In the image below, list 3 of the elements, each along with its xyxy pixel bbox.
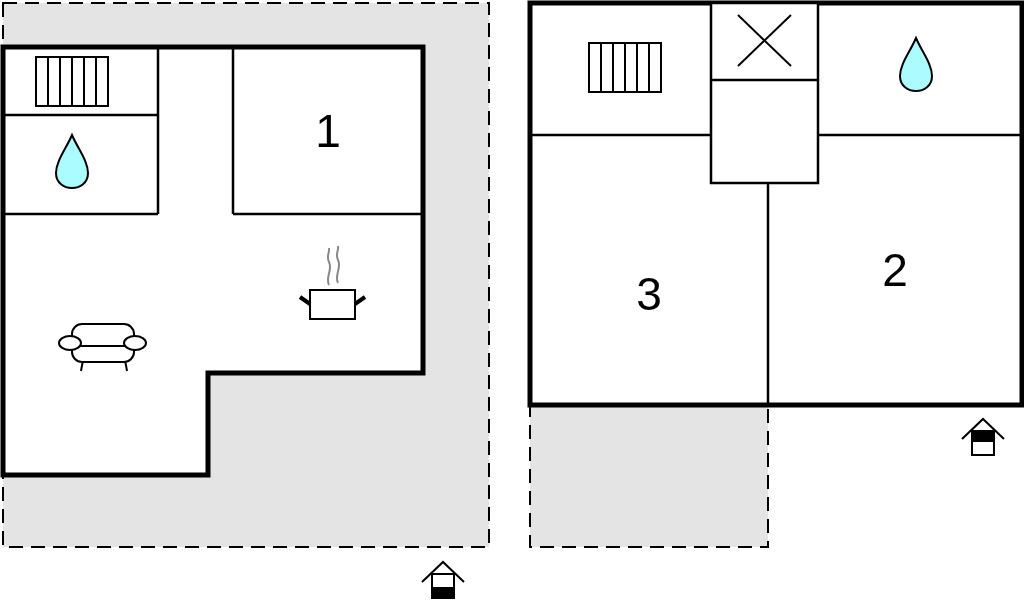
room-number: 3 (636, 271, 662, 317)
room-number: 1 (315, 107, 341, 154)
room-number: 2 (882, 247, 908, 293)
